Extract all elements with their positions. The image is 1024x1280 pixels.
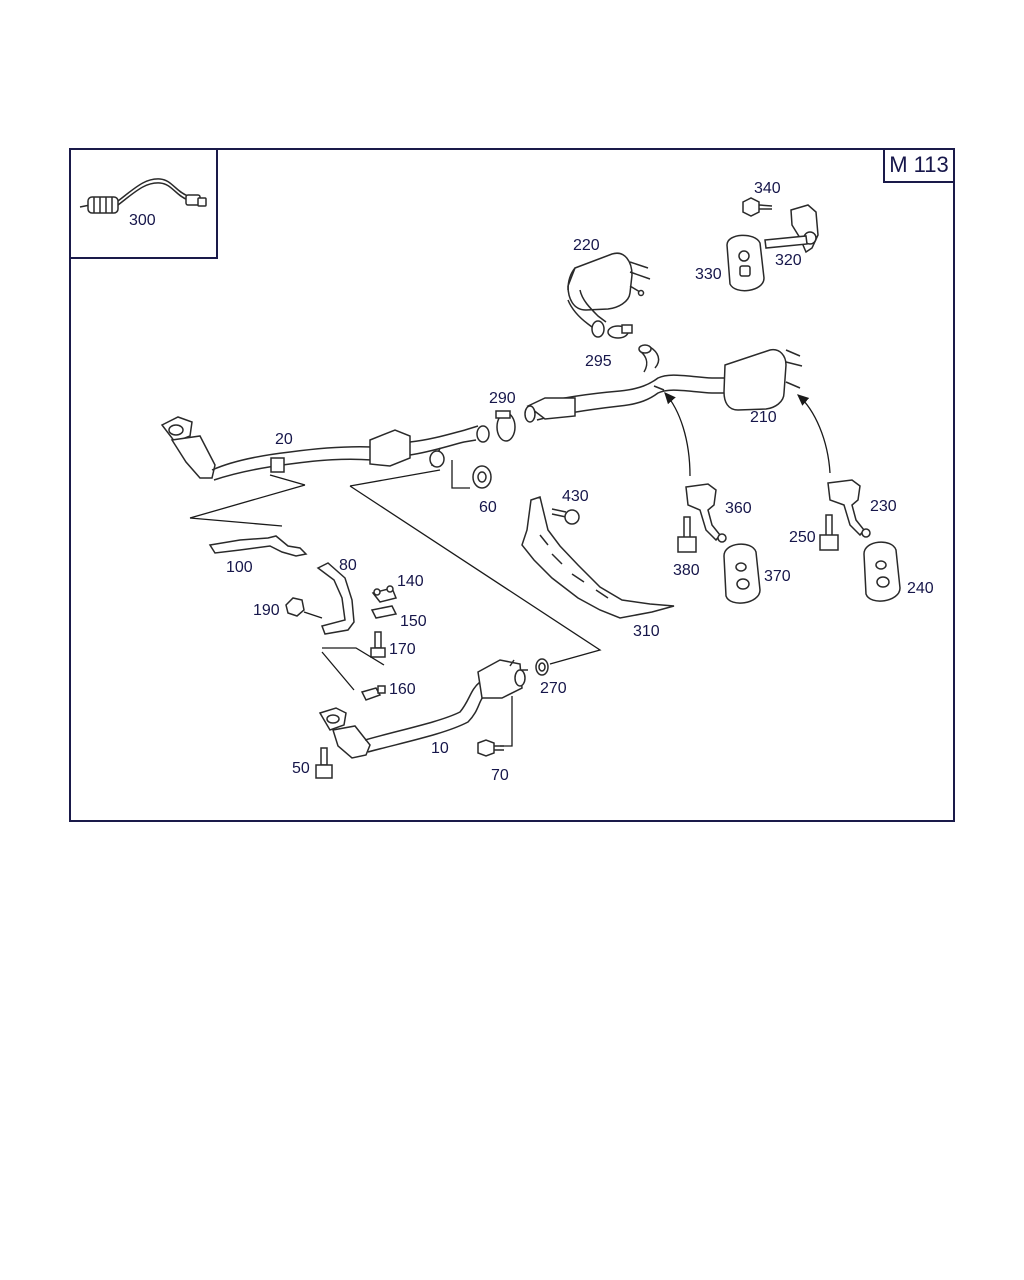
heat-shield-310 <box>521 496 675 619</box>
label-310: 310 <box>633 623 660 640</box>
front-pipe-20 <box>160 416 490 527</box>
clamp-290 <box>495 410 516 442</box>
label-170: 170 <box>389 641 416 658</box>
label-360: 360 <box>725 500 752 517</box>
label-20: 20 <box>275 431 293 448</box>
hanger-bracket-320 <box>764 204 819 254</box>
rubber-mount-240 <box>863 541 901 602</box>
label-10: 10 <box>431 740 449 757</box>
rubber-mount-370 <box>723 543 761 604</box>
bolt-70 <box>477 739 504 757</box>
label-210: 210 <box>750 409 777 426</box>
rear-muffler-220 <box>567 252 651 338</box>
front-pipe-10 <box>318 659 528 759</box>
bolt-50 <box>315 747 333 779</box>
label-80: 80 <box>339 557 357 574</box>
clamp-295 <box>607 324 633 339</box>
engine-code-badge: M 113 <box>883 148 955 183</box>
label-50: 50 <box>292 760 310 777</box>
hanger-230 <box>827 479 871 538</box>
rear-muffler-210 <box>524 344 831 477</box>
label-240: 240 <box>907 580 934 597</box>
label-370: 370 <box>764 568 791 585</box>
bolt-170 <box>370 631 386 658</box>
label-330: 330 <box>695 266 722 283</box>
clamp-150 <box>370 605 398 619</box>
label-295: 295 <box>585 353 612 370</box>
label-230: 230 <box>870 498 897 515</box>
gasket-270 <box>535 658 549 676</box>
label-190: 190 <box>253 602 280 619</box>
oxygen-sensor <box>79 178 207 214</box>
oxygen-sensor-inset <box>69 148 218 259</box>
label-160: 160 <box>389 681 416 698</box>
bolt-340 <box>742 197 773 217</box>
label-430: 430 <box>562 488 589 505</box>
label-290: 290 <box>489 390 516 407</box>
label-380: 380 <box>673 562 700 579</box>
diagram-frame <box>69 148 955 822</box>
label-60: 60 <box>479 499 497 516</box>
label-320: 320 <box>775 252 802 269</box>
nut-60 <box>451 460 492 489</box>
label-150: 150 <box>400 613 427 630</box>
label-250: 250 <box>789 529 816 546</box>
label-70: 70 <box>491 767 509 784</box>
bracket-80 <box>316 562 355 635</box>
clamp-140 <box>371 585 398 603</box>
bolt-250 <box>819 514 839 551</box>
label-270: 270 <box>540 680 567 697</box>
clamp-160 <box>321 647 386 701</box>
bolt-380 <box>677 516 697 553</box>
bracket-100 <box>208 535 308 557</box>
hanger-360 <box>685 483 727 543</box>
label-100: 100 <box>226 559 253 576</box>
label-140: 140 <box>397 573 424 590</box>
label-220: 220 <box>573 237 600 254</box>
nut-190 <box>285 597 323 619</box>
rubber-mount-330 <box>726 234 765 292</box>
label-340: 340 <box>754 180 781 197</box>
bolt-430 <box>551 508 580 525</box>
label-300: 300 <box>129 212 156 229</box>
